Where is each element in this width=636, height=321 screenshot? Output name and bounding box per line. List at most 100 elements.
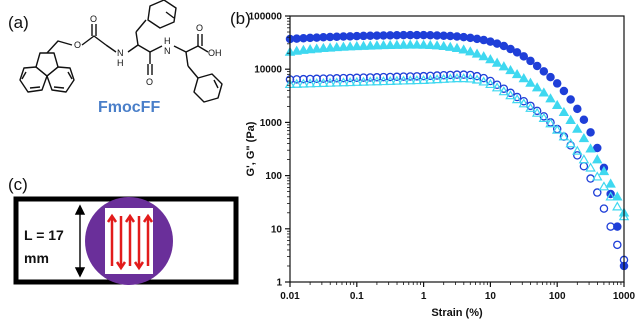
compound-name: FmocFF: [98, 99, 160, 116]
panel-label-c: (c): [8, 175, 28, 194]
series-1-point: [411, 39, 423, 49]
series-0-point: [566, 95, 575, 104]
series-1-point: [438, 40, 449, 51]
series-1-point: [324, 42, 336, 52]
series-1-point: [565, 114, 576, 124]
series-3-point: [545, 118, 556, 128]
atom-o1: O: [74, 40, 81, 50]
series-3-point: [458, 73, 469, 83]
series-3-point: [538, 112, 550, 122]
x-tick-label: 0.01: [280, 291, 300, 302]
series-3-point: [405, 75, 416, 85]
series-1-point: [485, 54, 496, 64]
series-1-point: [551, 99, 563, 110]
series-1-point: [612, 191, 623, 201]
series-3-point: [465, 73, 476, 83]
series-3-point: [344, 76, 356, 87]
series-1-point: [338, 41, 349, 51]
series-0-point: [579, 115, 589, 125]
series-3-point: [384, 75, 396, 85]
panel-label-b: (b): [230, 9, 251, 28]
series-3-point: [304, 78, 316, 88]
series-3-point: [612, 201, 623, 211]
series-0-point: [539, 67, 549, 76]
series-3-point: [505, 90, 516, 100]
series-1-point: [318, 42, 329, 53]
series-1-point: [558, 106, 570, 117]
series-0-point: [593, 143, 602, 153]
series-2-point: [593, 188, 602, 197]
atom-oh: OH: [208, 48, 222, 58]
series-3-point: [418, 74, 429, 84]
series-2-point: [599, 204, 609, 213]
series-1-point: [465, 46, 476, 56]
series-1-point: [578, 133, 590, 143]
series-3-point: [518, 98, 530, 108]
series-1-point: [378, 40, 389, 50]
series-3-point: [324, 77, 336, 87]
plot-frame: [289, 15, 625, 283]
series-0-point: [479, 35, 488, 45]
series-0-point: [573, 104, 582, 114]
series-1-point: [505, 64, 516, 75]
series-3-point: [585, 162, 596, 172]
series-1-point: [384, 39, 396, 49]
x-tick-label: 10: [485, 291, 497, 302]
x-tick-label: 100: [549, 291, 566, 302]
length-dimension-arrow-icon: [74, 204, 86, 278]
series-1-point: [351, 40, 363, 51]
series-3-point: [338, 77, 349, 87]
series-1-point: [398, 39, 409, 49]
data-marks: [284, 30, 630, 271]
series-1-point: [491, 57, 503, 67]
series-2-point: [613, 240, 622, 250]
series-1-point: [431, 40, 443, 50]
series-1-point: [298, 44, 309, 54]
series-1-point: [344, 41, 356, 51]
series-3-point: [592, 171, 603, 181]
series-3-point: [391, 75, 403, 85]
series-1-point: [418, 39, 429, 49]
series-2-point: [606, 222, 615, 231]
series-3-point: [551, 124, 563, 134]
series-2-point: [573, 151, 582, 160]
series-1-point: [365, 40, 376, 50]
series-1-point: [531, 82, 543, 92]
series-0-point: [499, 41, 509, 51]
series-1-point: [458, 44, 469, 54]
series-3-point: [438, 73, 449, 83]
series-1-point: [538, 87, 550, 97]
series-3-point: [525, 102, 536, 112]
series-3-point: [451, 73, 463, 83]
series-3-point: [358, 76, 369, 86]
y-tick-label: 10: [271, 224, 283, 235]
series-3-point: [431, 74, 443, 84]
series-1-point: [451, 42, 463, 52]
series-1-point: [572, 123, 583, 133]
x-tick-label: 1: [421, 291, 427, 302]
series-3-point: [565, 138, 576, 148]
series-0-point: [472, 34, 482, 44]
series-3-point: [598, 181, 610, 191]
series-3-point: [491, 82, 503, 92]
atom-o2: O: [90, 14, 97, 24]
shear-arrows-icon: [106, 213, 154, 271]
series-2-point: [579, 161, 589, 171]
series-1-point: [371, 40, 383, 50]
series-1-point: [511, 68, 523, 79]
series-0-point: [512, 48, 522, 57]
dimension-label-bottom: mm: [24, 250, 49, 266]
series-1-point: [425, 39, 436, 49]
series-1-point: [478, 51, 489, 61]
y-axis-label: G', G" (Pa): [245, 121, 257, 176]
series-1-point: [358, 40, 369, 50]
series-3-point: [572, 145, 583, 155]
series-3-point: [365, 76, 376, 86]
series-2-point: [486, 76, 495, 86]
series-3-point: [605, 191, 616, 201]
dimension-label-top: L = 17: [24, 227, 64, 243]
